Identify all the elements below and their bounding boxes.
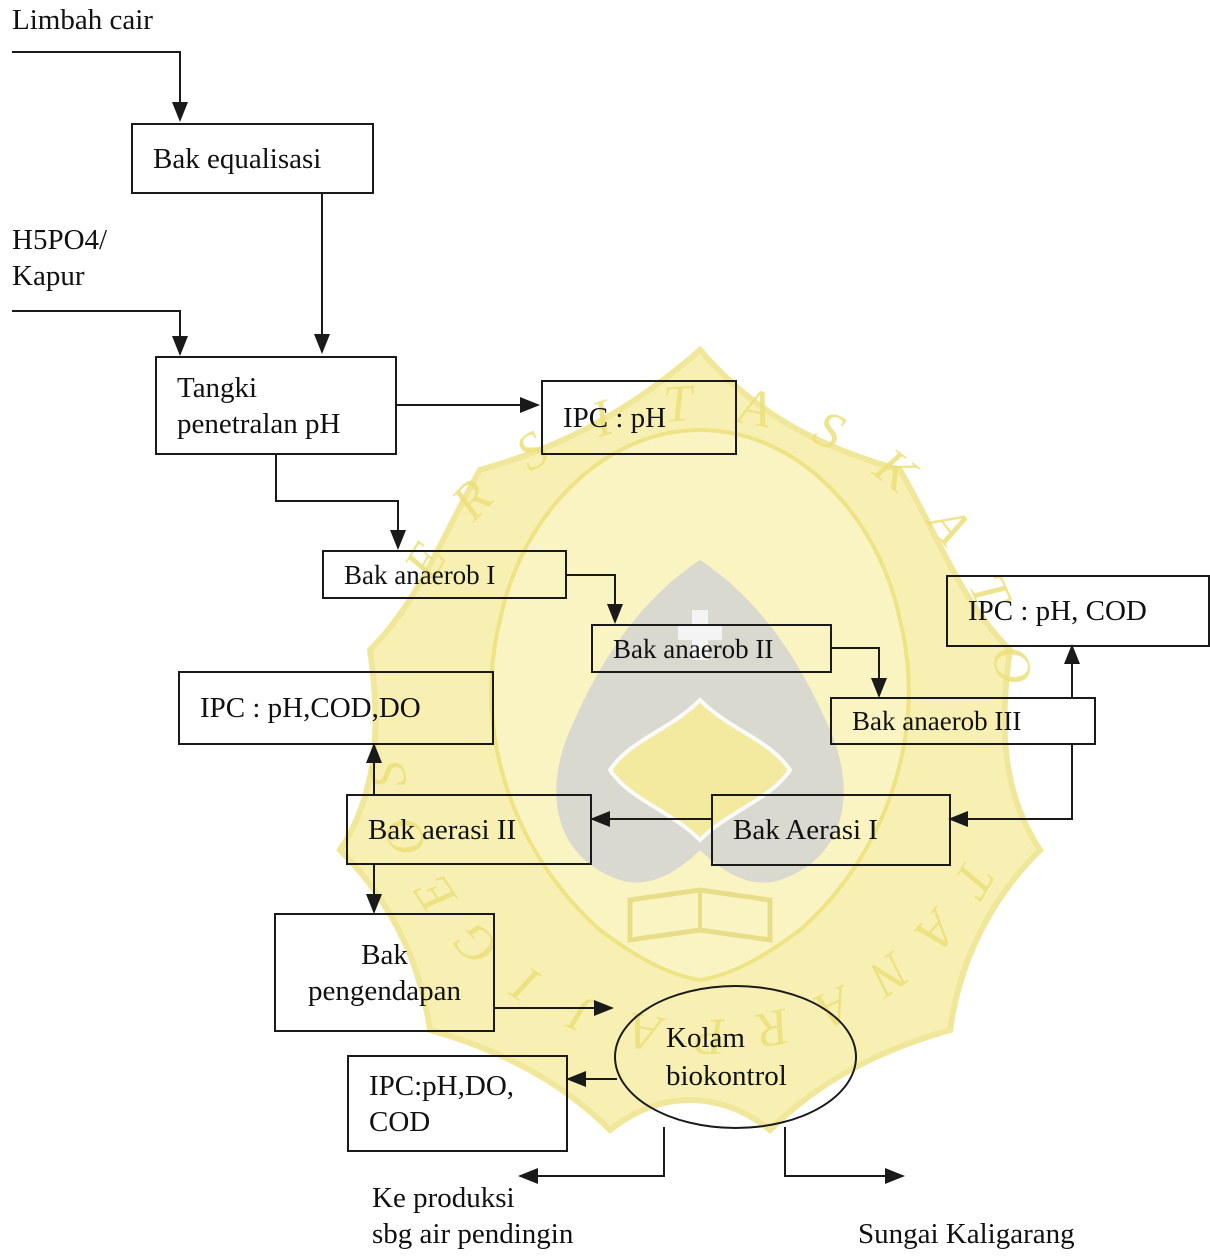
box-ipc-ph-cod-do: IPC : pH,COD,DO xyxy=(178,671,494,745)
arrow-chemical-to-tangki xyxy=(12,310,188,356)
box-bak-aerasi-2: Bak aerasi II xyxy=(346,794,592,865)
box-ipc-ph-cod-do-label: IPC : pH,COD,DO xyxy=(200,692,421,724)
box-tangki-penetralan: Tangki penetralan pH xyxy=(155,356,397,455)
box-tangki-line2: penetralan pH xyxy=(177,407,341,440)
label-limbah-cair: Limbah cair xyxy=(12,4,153,36)
label-chemical-line1: H5PO4/ xyxy=(12,224,108,256)
arrow-anaerob-1-to-anaerob-2 xyxy=(567,574,623,624)
label-chemical: H5PO4/ Kapur xyxy=(12,222,107,294)
label-sungai-kaligarang: Sungai Kaligarang xyxy=(858,1218,1075,1250)
box-bak-aerasi-1: Bak Aerasi I xyxy=(711,794,951,866)
box-bak-anaerob-1-label: Bak anaerob I xyxy=(344,559,496,590)
box-bak-equalisasi-label: Bak equalisasi xyxy=(153,142,322,175)
box-ipc-ph-cod-label: IPC : pH, COD xyxy=(968,595,1147,627)
box-ipc-ph-label: IPC : pH xyxy=(563,401,667,434)
box-bak-equalisasi: Bak equalisasi xyxy=(131,123,374,194)
label-chemical-line2: Kapur xyxy=(12,260,85,292)
box-bak-pengendapan-line2: pengendapan xyxy=(308,974,461,1007)
box-bak-anaerob-3-label: Bak anaerob III xyxy=(852,706,1022,736)
box-bak-pengendapan: Bak pengendapan xyxy=(274,913,495,1032)
arrow-limbah-to-equalisasi xyxy=(12,51,188,122)
box-bak-aerasi-2-label: Bak aerasi II xyxy=(368,813,517,846)
arrow-tangki-to-anaerob-1 xyxy=(275,455,406,550)
box-bak-anaerob-2: Bak anaerob II xyxy=(591,624,832,673)
arrow-anaerob-2-to-anaerob-3 xyxy=(832,647,887,698)
box-ipc-final: IPC:pH,DO, COD xyxy=(347,1055,568,1152)
arrow-kolam-to-sungai xyxy=(784,1127,905,1184)
box-ipc-final-line2: COD xyxy=(369,1105,431,1138)
box-ipc-ph: IPC : pH xyxy=(541,380,737,455)
box-tangki-line1: Tangki xyxy=(177,371,258,404)
box-ipc-ph-cod: IPC : pH, COD xyxy=(946,575,1210,647)
box-ipc-final-line1: IPC:pH,DO, xyxy=(369,1069,515,1102)
kolam-line2: biokontrol xyxy=(666,1060,787,1092)
kolam-line1: Kolam xyxy=(666,1022,745,1054)
label-ke-produksi-line1: Ke produksi xyxy=(372,1182,515,1214)
arrow-anaerob-3-to-aerasi-1 xyxy=(948,745,1073,827)
box-bak-aerasi-1-label: Bak Aerasi I xyxy=(733,814,878,846)
label-ke-produksi-line2: sbg air pendingin xyxy=(372,1218,574,1250)
kolam-biokontrol-ellipse: Kolam biokontrol xyxy=(614,985,857,1129)
box-bak-anaerob-2-label: Bak anaerob II xyxy=(613,633,774,664)
label-ke-produksi: Ke produksi sbg air pendingin xyxy=(372,1180,573,1252)
box-bak-pengendapan-line1: Bak xyxy=(361,938,408,971)
box-bak-anaerob-3: Bak anaerob III xyxy=(830,697,1096,745)
arrow-kolam-to-produksi xyxy=(518,1127,665,1184)
box-bak-anaerob-1: Bak anaerob I xyxy=(322,550,567,599)
